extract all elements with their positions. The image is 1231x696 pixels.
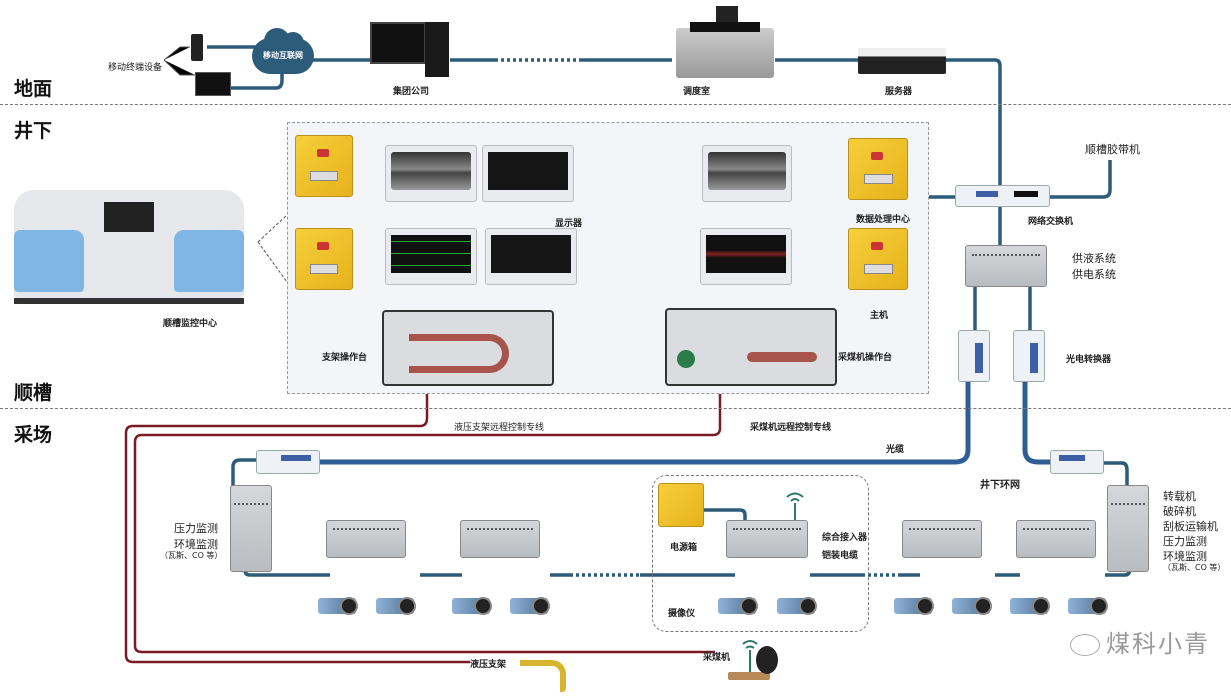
label-liquid-supply-system: 供液系统 <box>1072 252 1116 265</box>
label-network-switch: 网络交换机 <box>1028 217 1074 227</box>
label-shearer: 采煤机 <box>703 653 731 663</box>
label-power-box: 电源箱 <box>670 543 698 553</box>
camera-icon <box>718 597 758 615</box>
zone-label-working-face: 采场 <box>14 424 53 446</box>
integrated-access-4 <box>902 520 982 558</box>
integrated-access-5 <box>1016 520 1096 558</box>
label-gateway-belt-conveyor: 顺槽胶带机 <box>1085 143 1140 156</box>
label-server: 服务器 <box>885 87 913 97</box>
device-explosion-proof-box-2 <box>295 228 353 290</box>
camera-icon <box>1010 597 1050 615</box>
hydraulic-support-icon <box>520 660 566 692</box>
junction-box-gateway <box>965 245 1047 287</box>
monitor-icon <box>370 22 426 64</box>
label-support-console: 支架操作台 <box>322 353 368 363</box>
zone-label-gateway: 顺槽 <box>14 382 53 404</box>
network-switch-device <box>955 185 1050 207</box>
shearer-control-line <box>133 382 722 654</box>
label-left-environment: 环境监测 <box>174 538 218 551</box>
server-icon <box>858 48 946 74</box>
camera-icon <box>510 597 550 615</box>
phone-icon <box>191 34 203 61</box>
separator-surface <box>0 104 1231 105</box>
pc-tower-icon <box>425 22 449 77</box>
support-console <box>382 310 554 386</box>
line-switch-belt <box>1048 160 1112 199</box>
label-camera: 摄像仪 <box>668 609 696 619</box>
data-processing-box <box>848 138 908 200</box>
label-right-transfer: 转载机 <box>1163 490 1196 503</box>
label-left-gas: （瓦斯、CO 等） <box>160 551 223 560</box>
label-right-pressure: 压力监测 <box>1163 535 1207 548</box>
zone-label-surface: 地面 <box>14 78 53 100</box>
display-screen-5 <box>702 145 792 202</box>
camera-icon <box>452 597 492 615</box>
label-ring-network: 井下环网 <box>980 480 1020 491</box>
camera-icon <box>894 597 934 615</box>
zone-label-underground: 井下 <box>14 120 53 142</box>
label-host: 主机 <box>870 311 889 321</box>
separator-working-face <box>0 408 1231 409</box>
integrated-access-2 <box>460 520 540 558</box>
camera-icon <box>318 597 358 615</box>
label-mobile-devices: 移动终端设备 <box>108 63 163 73</box>
camera-icon <box>952 597 992 615</box>
optical-converter-right <box>1050 450 1104 474</box>
label-dispatch-room: 调度室 <box>683 87 711 97</box>
integrated-access-1 <box>326 520 406 558</box>
access-device-right <box>1107 485 1149 572</box>
line-server-down <box>945 58 1002 245</box>
label-right-gas: （瓦斯、CO 等） <box>1163 563 1226 572</box>
label-mobile-internet: 移动互联网 <box>263 51 303 60</box>
camera-icon <box>777 597 817 615</box>
detail-cluster <box>652 475 869 632</box>
display-screen-3 <box>385 228 477 285</box>
wechat-icon <box>1070 634 1100 656</box>
label-right-environment: 环境监测 <box>1163 550 1207 563</box>
label-data-processing-center: 数据处理中心 <box>856 215 911 225</box>
dispatch-desk-icon <box>676 6 774 78</box>
label-integrated-access: 综合接入器 <box>822 533 868 543</box>
monitoring-center-image <box>14 190 244 304</box>
watermark-text: 煤科小青 <box>1106 630 1210 658</box>
ring-network-right <box>1022 382 1050 465</box>
label-right-crusher: 破碎机 <box>1163 505 1196 518</box>
label-armored-cable: 铠装电缆 <box>822 551 859 561</box>
label-hydraulic-support: 液压支架 <box>470 660 507 670</box>
line-tablet-cloud <box>228 66 284 90</box>
access-device-left <box>230 485 272 572</box>
label-optical-converter: 光电转换器 <box>1066 355 1112 365</box>
optical-converter-1 <box>958 330 990 382</box>
label-shearer-control-line: 采煤机远程控制专线 <box>750 423 832 433</box>
label-group-company: 集团公司 <box>393 87 430 97</box>
cloud-icon: 移动互联网 <box>252 28 314 74</box>
display-screen-2 <box>482 145 574 202</box>
host-box <box>848 228 908 290</box>
shearer-icon <box>728 646 778 680</box>
label-shearer-console: 采煤机操作台 <box>838 353 893 363</box>
camera-icon <box>376 597 416 615</box>
label-optical-cable: 光缆 <box>886 445 905 455</box>
label-monitoring-center: 顺槽监控中心 <box>163 319 218 329</box>
power-box-device <box>658 483 704 527</box>
watermark: 煤科小青 <box>1070 624 1210 659</box>
display-screen-4 <box>485 228 577 285</box>
camera-icon <box>1068 597 1108 615</box>
integrated-access-3 <box>726 520 808 558</box>
label-left-pressure: 压力监测 <box>174 522 218 535</box>
label-display: 显示器 <box>555 219 583 229</box>
label-support-control-line: 液压支架远程控制专线 <box>454 423 545 433</box>
optical-converter-left <box>256 450 320 474</box>
device-explosion-proof-box-1 <box>295 135 353 197</box>
tablet-icon <box>195 72 231 96</box>
display-screen-6 <box>700 228 792 285</box>
ring-network-left <box>318 382 971 465</box>
shearer-console <box>665 308 837 386</box>
label-right-scraper: 刮板运输机 <box>1163 520 1218 533</box>
optical-converter-2 <box>1013 330 1045 382</box>
display-screen-1 <box>385 145 477 202</box>
support-control-line <box>124 382 470 664</box>
label-power-supply-system: 供电系统 <box>1072 268 1116 281</box>
